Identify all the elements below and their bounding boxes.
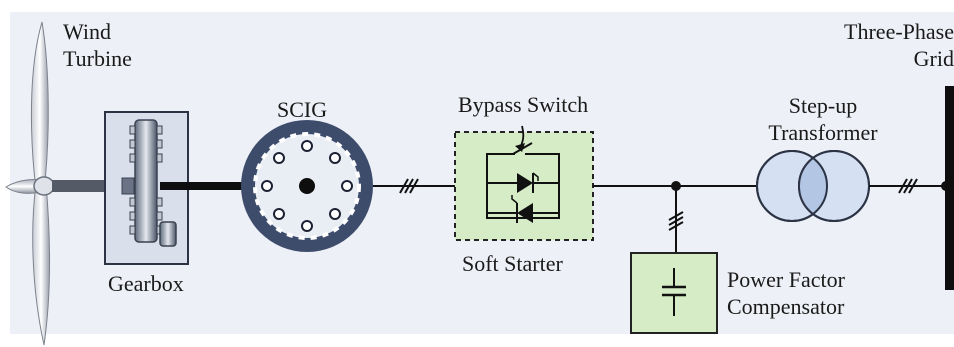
soft-starter-icon [454, 131, 594, 241]
step-up-transformer-label-line1: Step-up [788, 93, 858, 118]
thyristor-forward [517, 173, 533, 193]
power-factor-compensator-label: Power Factor Compensator [727, 266, 845, 320]
wind-turbine-label-line2: Turbine [63, 46, 132, 71]
turbine-blade-left [5, 179, 41, 194]
grid-label-line2: Grid [913, 46, 954, 71]
step-up-transformer-label: Step-up Transformer [748, 92, 898, 146]
pfc-label-line2: Compensator [727, 294, 845, 319]
turbine-blade-lower [32, 183, 50, 346]
turbine-hub [33, 176, 55, 196]
three-phase-marker-2 [668, 211, 684, 231]
three-phase-marker-1 [399, 178, 419, 194]
gear-small [159, 221, 177, 247]
grid-busbar [945, 86, 954, 290]
grid-label-line1: Three-Phase [844, 19, 954, 44]
gearbox-icon [104, 111, 189, 265]
bypass-switch-label: Bypass Switch [458, 92, 589, 117]
pfc-label-line1: Power Factor [727, 267, 845, 292]
transformer-icon [756, 150, 870, 222]
three-phase-grid-label: Three-Phase Grid [818, 18, 954, 72]
thyristor-reverse [517, 203, 533, 223]
gearbox-label: Gearbox [108, 271, 184, 296]
high-speed-shaft [160, 182, 308, 190]
turbine-low-speed-shaft [52, 180, 108, 192]
step-up-transformer-label-line2: Transformer [768, 120, 878, 145]
turbine-blade-upper [30, 21, 49, 191]
scig-generator-icon [241, 120, 373, 252]
wind-turbine-label-line1: Wind [63, 19, 111, 44]
wind-turbine-label: Wind Turbine [63, 18, 132, 72]
gear-large [134, 119, 158, 243]
compensator-icon [630, 252, 718, 334]
three-phase-marker-3 [898, 178, 918, 194]
wind-turbine-icon [5, 21, 108, 346]
scig-label: SCIG [277, 97, 328, 122]
rotor-center [299, 178, 315, 194]
soft-starter-label: Soft Starter [462, 251, 563, 276]
